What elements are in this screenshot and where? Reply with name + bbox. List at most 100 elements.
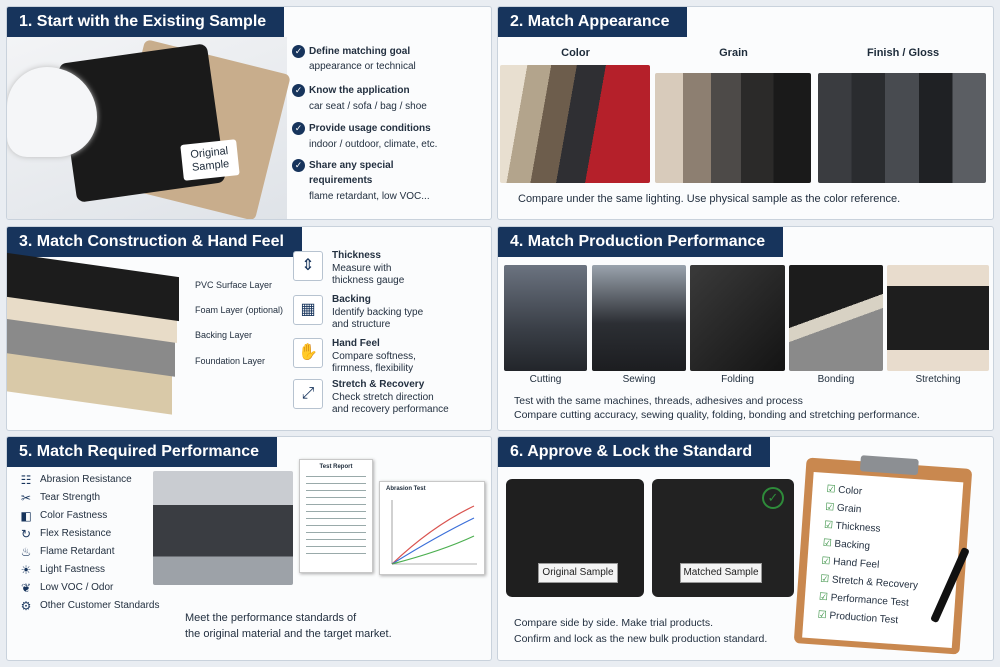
- stretching-photo: [887, 265, 989, 371]
- stretch-arrows-icon: ⤢: [293, 379, 323, 409]
- panel-title: 6. Approve & Lock the Standard: [498, 437, 771, 467]
- layer-label-pvc: PVC Surface Layer: [195, 280, 273, 290]
- panel-match-appearance: 2. Match Appearance Color Grain Finish /…: [497, 6, 994, 220]
- abrasion-icon: ☷: [20, 473, 32, 487]
- item-title: Thickness: [332, 250, 381, 261]
- item-title: Know the application: [309, 85, 410, 96]
- checkbox-icon: ☑: [821, 555, 831, 568]
- item-title: Hand Feel: [332, 338, 380, 349]
- test-report-document: Test Report: [299, 459, 373, 573]
- performance-item: Flex Resistance: [40, 528, 112, 539]
- appearance-caption: Compare under the same lighting. Use phy…: [518, 193, 901, 205]
- checklist-item: ☑ Performance Test: [818, 591, 910, 609]
- color-swatches-photo: [500, 65, 650, 183]
- performance-item: Light Fastness: [40, 564, 106, 575]
- approve-caption-1: Compare side by side. Make trial product…: [514, 617, 714, 629]
- panel-required-performance: 5. Match Required Performance ☷ Abrasion…: [6, 436, 492, 661]
- item-title: Share any special: [309, 160, 394, 171]
- cutting-photo: [504, 265, 587, 371]
- item-title: Backing: [332, 294, 371, 305]
- panel-approve-lock: 6. Approve & Lock the Standard Original …: [497, 436, 994, 661]
- performance-item: Abrasion Resistance: [40, 474, 132, 485]
- production-caption-1: Test with the same machines, threads, ad…: [514, 395, 803, 407]
- original-sample-label: Original Sample: [180, 139, 240, 181]
- finish-swatches-photo: [818, 73, 986, 183]
- item-title: Provide usage conditions: [309, 123, 431, 134]
- finish-label: Finish / Gloss: [866, 47, 940, 59]
- glove-hand: [7, 67, 97, 157]
- bonding-label: Bonding: [817, 374, 855, 385]
- item-desc: thickness gauge: [332, 275, 405, 286]
- item-desc: car seat / sofa / bag / shoe: [309, 101, 427, 112]
- bonding-photo: [789, 265, 883, 371]
- abrasion-tester-photo: [153, 471, 293, 585]
- tear-icon: ✂: [20, 491, 32, 505]
- performance-item: Other Customer Standards: [40, 600, 160, 611]
- checkbox-icon: ☑: [822, 537, 833, 550]
- item-desc: indoor / outdoor, climate, etc.: [309, 139, 438, 150]
- panel-production: 4. Match Production Performance Cutting …: [497, 226, 994, 431]
- item-desc: Identify backing type: [332, 307, 424, 318]
- hand-icon: ✋: [293, 338, 323, 368]
- checkbox-icon: ☑: [824, 501, 835, 514]
- panel-start-sample: 1. Start with the Existing Sample Origin…: [6, 6, 492, 220]
- item-desc: Check stretch direction: [332, 392, 434, 403]
- chart-title: Abrasion Test: [386, 486, 426, 492]
- check-icon: ✓: [292, 159, 305, 172]
- check-icon: ✓: [292, 122, 305, 135]
- grain-swatches-photo: [655, 73, 811, 183]
- leaf-icon: ❦: [20, 581, 32, 595]
- performance-item: Tear Strength: [40, 492, 101, 503]
- clipboard: ☑ Color ☑ Grain ☑ Thickness ☑ Backing ☑ …: [793, 455, 973, 655]
- item-desc: flame retardant, low VOC...: [309, 191, 430, 202]
- stretching-label: Stretching: [915, 374, 961, 385]
- checklist-item: ☑ Backing: [822, 537, 871, 553]
- performance-item: Low VOC / Odor: [40, 582, 114, 593]
- clipboard-clip: [859, 455, 919, 476]
- item-desc: firmness, flexibility: [332, 363, 414, 374]
- item-desc: and structure: [332, 319, 391, 330]
- checkbox-icon: ☑: [819, 573, 830, 586]
- backing-grid-icon: ▦: [293, 295, 323, 325]
- light-icon: ☀: [20, 563, 32, 577]
- item-title: Stretch & Recovery: [332, 379, 425, 390]
- panel-title: 3. Match Construction & Hand Feel: [7, 227, 302, 257]
- matched-sample-tag: Matched Sample: [680, 563, 762, 583]
- item-desc: Measure with: [332, 263, 392, 274]
- checklist-item: ☑ Production Test: [817, 609, 899, 627]
- checkbox-icon: ☑: [823, 519, 834, 532]
- checkbox-icon: ☑: [818, 591, 829, 604]
- color-label: Color: [561, 47, 590, 59]
- item-desc: appearance or technical: [309, 61, 416, 72]
- folding-photo: [690, 265, 785, 371]
- panel-title: 1. Start with the Existing Sample: [7, 7, 285, 37]
- color-fastness-icon: ◧: [20, 509, 32, 523]
- panel-title: 2. Match Appearance: [498, 7, 688, 37]
- approved-check-icon: ✓: [762, 487, 784, 509]
- flex-icon: ↻: [20, 527, 32, 541]
- performance-caption-1: Meet the performance standards of: [185, 612, 357, 624]
- production-caption-2: Compare cutting accuracy, sewing quality…: [514, 409, 920, 421]
- check-icon: ✓: [292, 45, 305, 58]
- checklist-item: ☑ Grain: [824, 501, 862, 516]
- check-icon: ✓: [292, 84, 305, 97]
- folding-label: Folding: [721, 374, 754, 385]
- layer-label-foam: Foam Layer (optional): [195, 305, 284, 315]
- abrasion-chart-curves: [391, 500, 477, 565]
- sewing-label: Sewing: [622, 374, 656, 385]
- performance-caption-2: the original material and the target mar…: [185, 628, 392, 640]
- report-lines: [306, 476, 366, 556]
- sewing-photo: [592, 265, 686, 371]
- flame-icon: ♨: [20, 545, 32, 559]
- item-desc: and recovery performance: [332, 404, 449, 415]
- item-title: Define matching goal: [309, 46, 411, 57]
- report-title: Test Report: [319, 464, 353, 470]
- settings-icon: ⚙: [20, 599, 32, 613]
- grain-label: Grain: [719, 47, 748, 59]
- layer-label-foundation: Foundation Layer: [195, 356, 266, 366]
- item-title-line2: requirements: [309, 175, 373, 186]
- performance-item: Flame Retardant: [40, 546, 115, 557]
- checklist-paper: ☑ Color ☑ Grain ☑ Thickness ☑ Backing ☑ …: [802, 471, 964, 649]
- item-desc: Compare softness,: [332, 351, 416, 362]
- checkbox-icon: ☑: [817, 609, 828, 622]
